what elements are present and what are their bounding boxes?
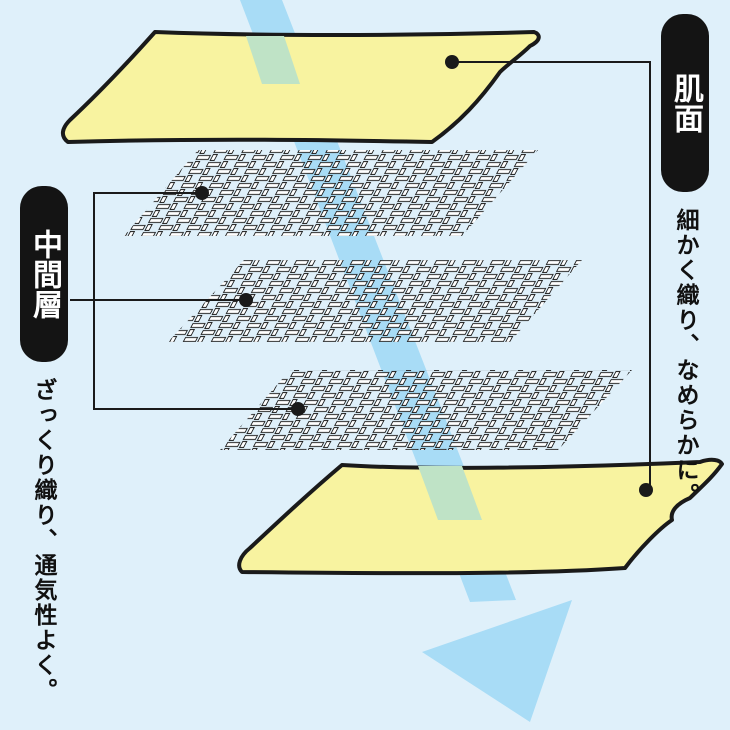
arrow-overlap-top [246,36,300,84]
top-surface-sheet [61,30,541,144]
middle-layer-title: 中間層 [27,229,62,319]
mesh-layer-1 [124,150,538,236]
mesh-layer-2 [168,260,582,342]
dot-marker-icon [291,402,305,416]
surface-title: 肌面 [668,73,703,133]
dot-marker-icon [639,483,653,497]
surface-description: 細かく織り、なめらかに。 [672,208,698,508]
dot-marker-icon [195,186,209,200]
dot-marker-icon [239,293,253,307]
mesh-layer-3 [220,370,632,450]
middle-layer-description: ざっくり織り、通気性よく。 [30,378,56,703]
middle-layer-label: 中間層 [20,186,68,362]
surface-label: 肌面 [661,14,709,192]
arrow-overlap-bottom [418,466,482,520]
dot-marker-icon [445,55,459,69]
